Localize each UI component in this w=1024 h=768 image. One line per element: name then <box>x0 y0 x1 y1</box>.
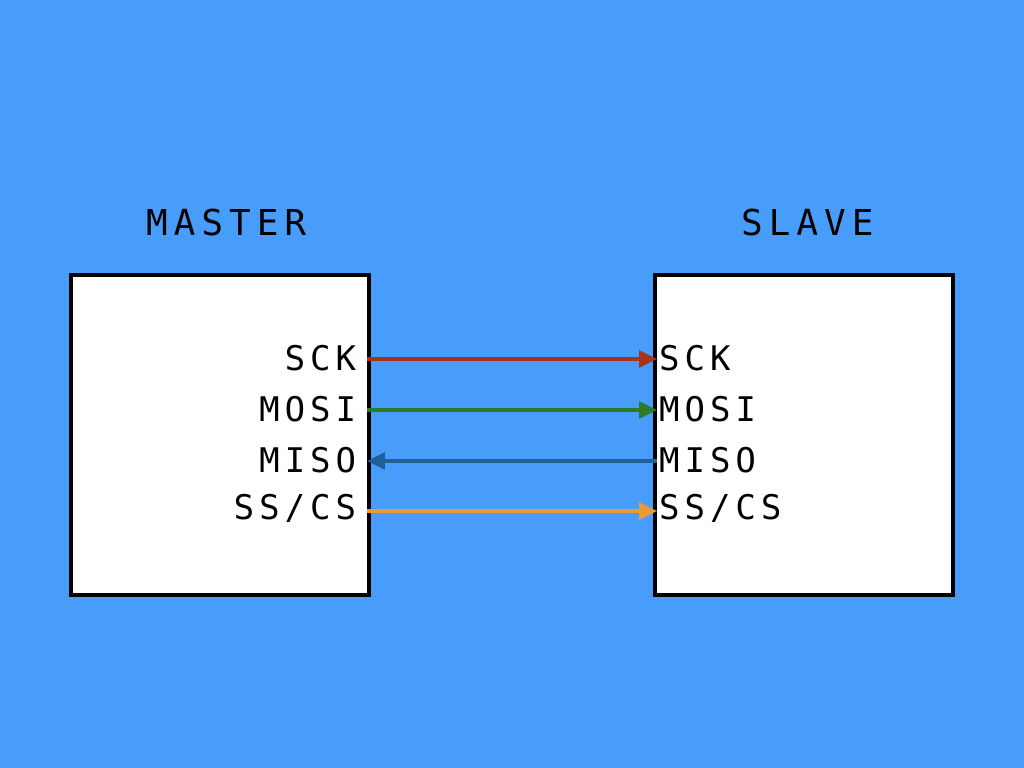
slave-pin-miso: MISO <box>659 441 761 481</box>
miso-connection <box>367 452 657 470</box>
slave-pin-mosi: MOSI <box>659 390 761 430</box>
master-pin-ss-cs: SS/CS <box>233 488 361 528</box>
slave-box: SCK MOSI MISO SS/CS <box>653 273 955 597</box>
ss-cs-connection <box>367 502 657 520</box>
mosi-arrowhead <box>639 401 657 419</box>
slave-pin-sck: SCK <box>659 339 736 379</box>
master-box: SCK MOSI MISO SS/CS <box>69 273 371 597</box>
ss-cs-arrowhead <box>639 502 657 520</box>
mosi-connection <box>367 401 657 419</box>
slave-pin-ss-cs: SS/CS <box>659 488 787 528</box>
master-pin-miso: MISO <box>259 441 361 481</box>
miso-arrowhead <box>367 452 385 470</box>
sck-arrowhead <box>639 350 657 368</box>
master-title: MASTER <box>146 203 313 244</box>
slave-title: SLAVE <box>741 203 880 244</box>
sck-connection <box>367 350 657 368</box>
master-pin-sck: SCK <box>284 339 361 379</box>
master-pin-mosi: MOSI <box>259 390 361 430</box>
